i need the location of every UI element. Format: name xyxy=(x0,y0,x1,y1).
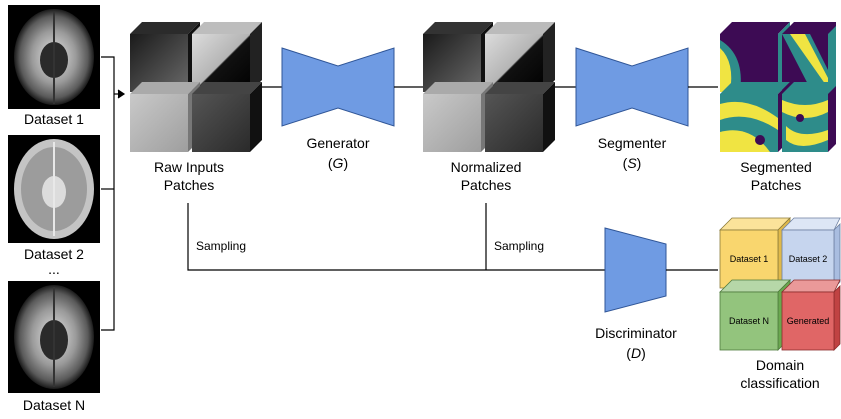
dataset-2-label: Dataset 2 xyxy=(24,246,84,262)
raw-patches-label-line1: Raw Inputs xyxy=(154,159,224,175)
generator-symbol: (G) xyxy=(328,155,348,171)
dataset-1-label: Dataset 1 xyxy=(24,111,84,127)
discriminator-network xyxy=(604,227,667,313)
domain-cube-label-generated: Generated xyxy=(787,316,830,326)
dataset-ellipsis: ... xyxy=(48,261,60,277)
raw-input-patches xyxy=(130,22,262,152)
domain-cube-label-dataset-n: Dataset N xyxy=(729,316,769,326)
discriminator-name: Discriminator xyxy=(595,325,677,341)
domain-cube-label-dataset-1: Dataset 1 xyxy=(730,254,769,264)
sampling-connectors xyxy=(187,203,605,271)
domain-classification-label-line2: classification xyxy=(740,375,819,391)
domain-cube-dataset-n: Dataset N xyxy=(719,279,791,351)
dataset-bracket xyxy=(101,56,126,331)
segmenter-name: Segmenter xyxy=(598,135,667,151)
domain-cube-generated: Generated xyxy=(781,279,841,351)
normalized-patches xyxy=(423,22,555,152)
domain-cube-dataset-1: Dataset 1 xyxy=(719,217,791,289)
sampling-label-normalized: Sampling xyxy=(494,239,544,253)
domain-classification-label-line1: Domain xyxy=(756,357,804,373)
segmented-patches-label-line1: Segmented xyxy=(740,159,812,175)
generator-network xyxy=(281,47,395,127)
sampling-label-raw: Sampling xyxy=(196,239,246,253)
domain-cube-dataset-2: Dataset 2 xyxy=(781,217,841,289)
segmenter-network xyxy=(575,47,689,127)
normalized-patches-label-line2: Patches xyxy=(461,177,512,193)
segmented-patches xyxy=(720,22,836,152)
dataset-1-brain-image xyxy=(8,5,100,109)
raw-patches-label-line2: Patches xyxy=(164,177,215,193)
dataset-n-label: Dataset N xyxy=(23,397,85,413)
normalized-patches-label-line1: Normalized xyxy=(451,159,522,175)
dataset-2-brain-image xyxy=(8,135,100,243)
domain-cube-label-dataset-2: Dataset 2 xyxy=(789,254,828,264)
discriminator-symbol: (D) xyxy=(626,345,645,361)
dataset-n-brain-image xyxy=(8,281,100,393)
segmenter-symbol: (S) xyxy=(623,155,642,171)
segmented-patches-label-line2: Patches xyxy=(751,177,802,193)
domain-classification-cubes: Dataset 1 Dataset 2 Dataset N Generated xyxy=(719,217,841,351)
generator-name: Generator xyxy=(306,135,369,151)
